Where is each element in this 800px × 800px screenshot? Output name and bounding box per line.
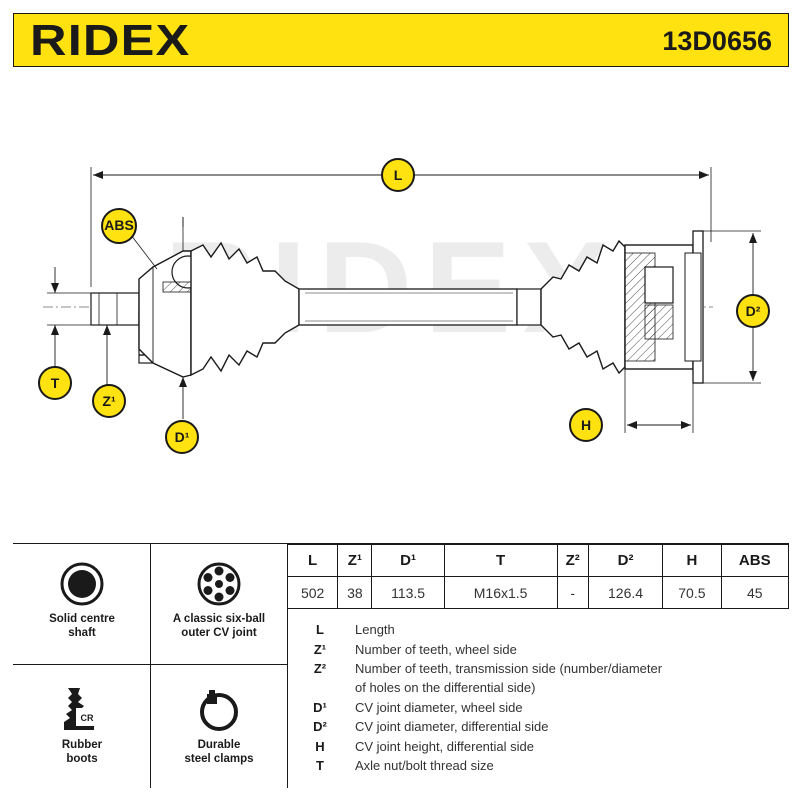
drive-shaft-drawing: RIDEX — [38, 158, 770, 454]
spec-value-abs: 45 — [720, 576, 790, 609]
technical-drawing: RIDEX — [13, 67, 789, 543]
label-cv-height: H — [569, 408, 603, 442]
steel-clamp-icon — [200, 690, 238, 731]
six-ball-joint-icon — [197, 562, 241, 606]
svg-text:ABS: ABS — [104, 217, 134, 233]
legend-row: D¹ CV joint diameter, wheel side — [313, 700, 523, 715]
spec-header-l: L — [286, 544, 339, 577]
svg-text:T: T — [51, 375, 60, 391]
spec-header-h: H — [662, 544, 722, 577]
centre-shaft — [298, 288, 542, 326]
legend-row: H CV joint height, differential side — [315, 739, 534, 754]
legend-row: D² CV joint diameter, differential side — [313, 719, 549, 734]
spec-value-row: 502 38 113.5 M16x1.5 - 126.4 70.5 45 — [286, 576, 790, 609]
legend-row: L Length — [316, 622, 395, 637]
label-cv-diam-diff: D² — [736, 294, 770, 328]
svg-text:H: H — [581, 417, 591, 433]
spec-value-h: 70.5 — [662, 576, 722, 609]
spec-value-d2: 126.4 — [587, 576, 664, 609]
spec-header-abs: ABS — [720, 544, 790, 577]
header-bar: RIDEX 13D0656 — [13, 13, 789, 67]
label-abs: ABS — [101, 208, 137, 244]
svg-text:D²: D² — [746, 303, 761, 319]
legend-row: Z² Number of teeth, transmission side (n… — [313, 661, 663, 676]
legend-row: of holes on the differential side) — [355, 680, 536, 695]
spec-value-z2: - — [556, 576, 589, 609]
rubber-boot-icon: CR — [64, 688, 98, 730]
spec-header-z1: Z¹ — [337, 544, 373, 577]
legend-row: Z¹ Number of teeth, wheel side — [313, 642, 517, 657]
spec-header-z2: Z² — [556, 544, 589, 577]
legend: L Length Z¹ Number of teeth, wheel side … — [287, 610, 789, 788]
spec-header-d1: D¹ — [371, 544, 445, 577]
spec-header-row: L Z¹ D¹ T Z² D² H ABS — [286, 544, 790, 577]
brand-logo: RIDEX — [30, 16, 191, 65]
svg-text:L: L — [394, 167, 403, 183]
legend-row: T Axle nut/bolt thread size — [316, 758, 494, 773]
spec-value-l: 502 — [286, 576, 339, 609]
label-length: L — [381, 158, 415, 192]
spec-value-z1: 38 — [337, 576, 373, 609]
h-dimension — [624, 369, 694, 433]
t-z1-dimension — [47, 267, 111, 385]
part-number: 13D0656 — [662, 26, 772, 56]
spec-value-t: M16x1.5 — [443, 576, 558, 609]
spec-header-t: T — [443, 544, 558, 577]
label-cv-diam-wheel: D¹ — [165, 420, 199, 454]
inner-cv-joint — [624, 230, 704, 384]
spec-table: L Z¹ D¹ T Z² D² H ABS 502 38 113.5 M16x1… — [286, 544, 790, 609]
label-thread: T — [38, 366, 72, 400]
d2-dimension — [703, 230, 761, 384]
solid-shaft-icon — [60, 562, 104, 606]
spec-header-d2: D² — [587, 544, 664, 577]
spec-value-d1: 113.5 — [371, 576, 445, 609]
d1-dimension — [130, 217, 187, 419]
label-teeth-wheel: Z¹ — [92, 384, 126, 418]
svg-text:D¹: D¹ — [175, 429, 190, 445]
svg-text:CR: CR — [81, 713, 94, 723]
svg-text:Z¹: Z¹ — [102, 393, 116, 409]
